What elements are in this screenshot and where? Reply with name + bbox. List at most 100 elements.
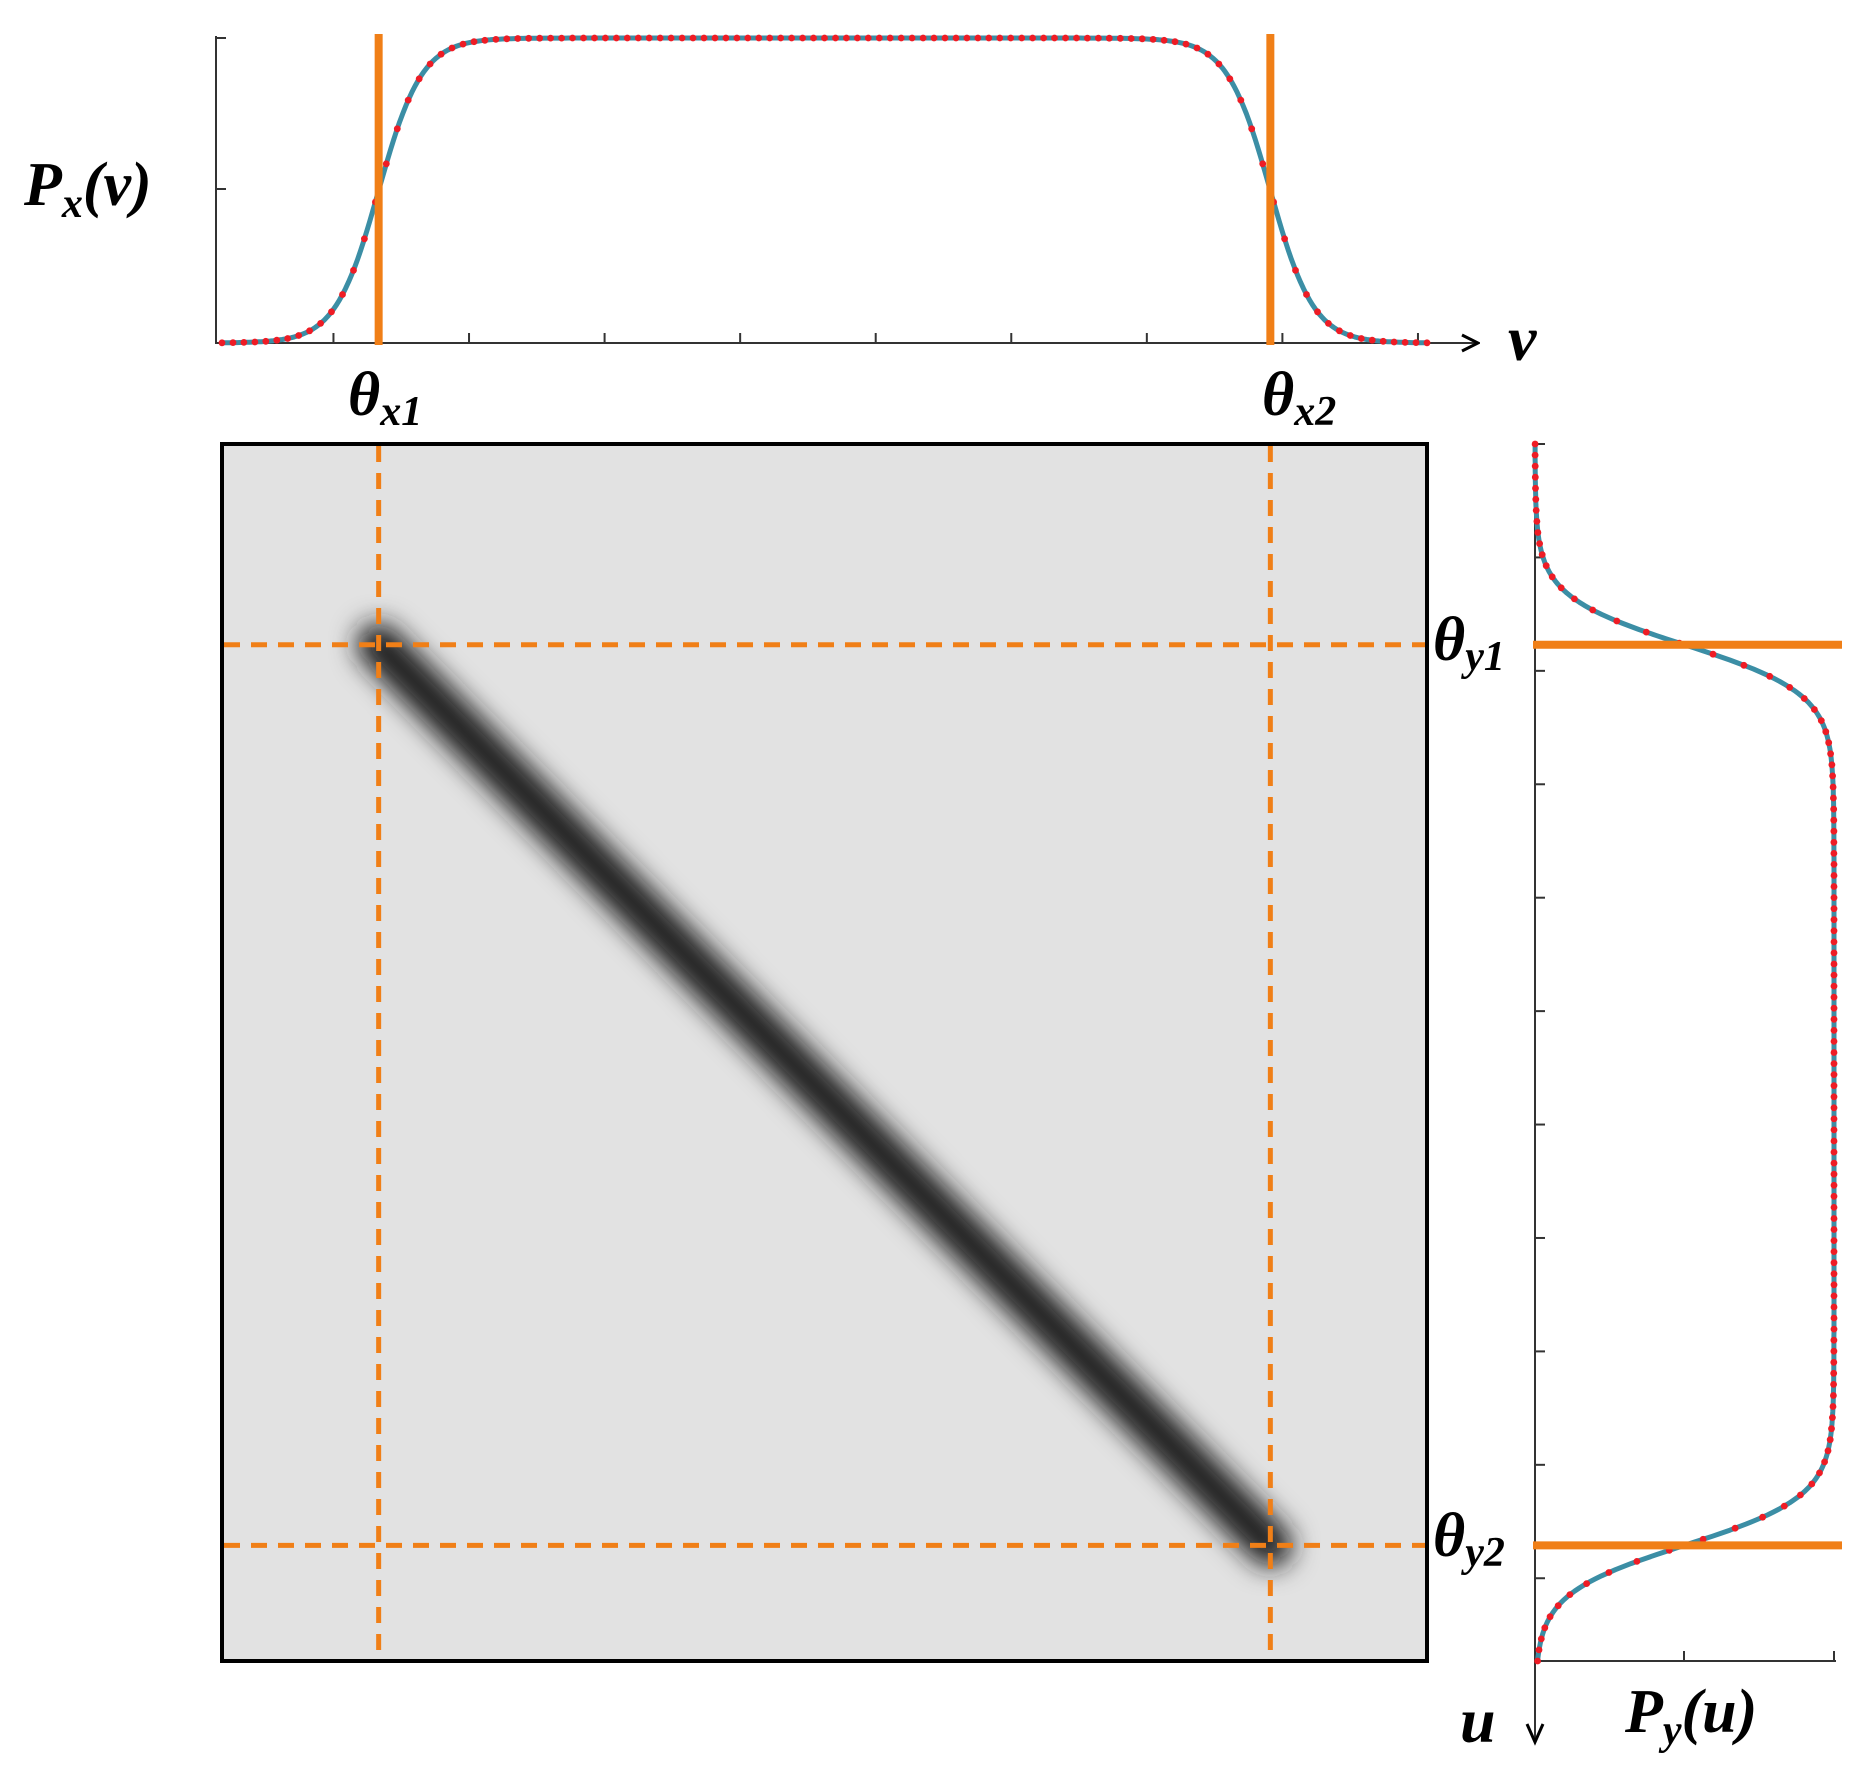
top-marginal-dot [525, 34, 533, 42]
top-x-ticks [332, 333, 1419, 343]
top-marginal-dot [262, 337, 270, 345]
top-marginal-dot [1303, 291, 1310, 298]
right-marginal-dot [1535, 1646, 1543, 1654]
right-marginal-dot [1830, 1148, 1838, 1156]
right-marginal-dot [1830, 938, 1838, 946]
top-marginal-dot [1259, 160, 1267, 168]
right-marginal-dot [1830, 1392, 1837, 1399]
right-marginal-dot [1830, 1159, 1838, 1167]
top-marginal-dot [854, 34, 861, 42]
right-marginal-dot [1534, 1657, 1541, 1665]
right-marginal-dot [1817, 717, 1825, 724]
top-marginal-dot [886, 34, 894, 42]
top-marginal-dot [667, 34, 675, 42]
top-marginal-dot [722, 34, 730, 42]
right-marginal-dot [1830, 1303, 1838, 1311]
right-marginal-dot [1830, 827, 1838, 835]
right-marginal-dot [1830, 1226, 1838, 1233]
top-marginal-dot [963, 34, 971, 42]
top-marginal-dot [580, 34, 587, 42]
right-marginal-dot [1830, 1314, 1838, 1322]
top-marginal-dot [547, 34, 554, 42]
right-marginal-dot [1821, 1458, 1828, 1466]
top-marginal-dot [1095, 34, 1102, 42]
right-marginal-dot [1541, 1624, 1549, 1632]
right-marginal-dot [1830, 1336, 1838, 1344]
right-marginal-dot [1830, 1082, 1838, 1090]
top-marginal-dot [1127, 35, 1135, 42]
right-marginal-dot [1830, 1237, 1838, 1244]
top-marginal-dot [766, 34, 774, 42]
right-marginal-dot [1830, 1093, 1838, 1101]
right-marginal-dot [1800, 695, 1808, 702]
right-marginal-dot [1827, 750, 1834, 758]
right-marginal-dot [1830, 1270, 1838, 1278]
right-marginal-dot [1786, 684, 1794, 691]
top-marginal-dot [941, 34, 949, 42]
top-marginal-dot [1292, 266, 1299, 274]
top-marginal-dot [777, 34, 785, 42]
top-marginal-dot [492, 36, 500, 43]
top-marginal-dot [623, 34, 631, 42]
right-marginal-dot [1811, 706, 1818, 713]
right-marginal-dot [1830, 1137, 1838, 1145]
right-marginal-dot [1830, 1325, 1838, 1333]
top-marginal-dot [919, 34, 927, 42]
top-marginal-dot [952, 34, 960, 42]
top-marginal-dot [229, 339, 237, 346]
right-marginal-dot [1830, 1027, 1838, 1034]
top-marginal-dot [1160, 36, 1168, 44]
right-marginal-dot [1532, 484, 1539, 492]
top-marginal-dot [788, 34, 795, 42]
top-marginal-dot [755, 34, 763, 42]
top-marginal-dot [404, 96, 412, 104]
right-marginal-dot [1532, 507, 1540, 514]
top-marginal-dot [908, 34, 916, 42]
top-marginal-dot [602, 34, 609, 42]
top-marginal-dot [481, 36, 489, 44]
top-marginal-dot [1171, 38, 1179, 46]
top-marginal-dot [1182, 40, 1190, 48]
top-marginal-dot [875, 34, 883, 42]
right-marginal-dot [1830, 816, 1838, 824]
top-marginal-dot [711, 34, 719, 42]
right-marginal-dot [1829, 1403, 1837, 1410]
right-marginal-dot [1780, 1502, 1788, 1510]
right-marginal-dot [1830, 1292, 1838, 1300]
top-marginal-dot [1029, 34, 1036, 42]
right-marginal-dot [1797, 1491, 1804, 1499]
top-marginal-dot [1084, 34, 1091, 42]
right-marginal-dot [1557, 584, 1565, 592]
top-marginal-dot [1073, 34, 1080, 42]
top-marginal-dot [426, 60, 434, 68]
right-marginal-dot [1740, 661, 1748, 669]
right-marginal-dot [1830, 894, 1838, 901]
top-marginal-dot [339, 291, 346, 298]
right-u-axis-label: u [1460, 1685, 1496, 1756]
top-marginal-dot [284, 335, 292, 342]
right-marginal-dot [1830, 1215, 1838, 1222]
top-marginal-dot [448, 44, 456, 52]
right-marginal-dot [1531, 440, 1539, 448]
top-marginal-dot [306, 327, 313, 335]
right-marginal-dot [1830, 1004, 1838, 1012]
top-marginal-dot [240, 339, 248, 346]
right-marginal-dot [1830, 1248, 1838, 1255]
right-marginal-dot [1828, 1425, 1835, 1433]
right-marginal-dot [1613, 617, 1621, 625]
right-marginal-dot [1534, 529, 1542, 536]
right-marginal-dot [1830, 1126, 1838, 1134]
right-marginal-dot [1816, 1469, 1823, 1477]
right-marginal-dot [1531, 451, 1539, 459]
top-marginal-dots [218, 34, 1431, 347]
right-marginal-dot [1830, 850, 1838, 857]
right-marginal-dot [1830, 794, 1837, 802]
top-marginal-dot [1248, 125, 1256, 133]
right-marginal-dot [1533, 518, 1541, 525]
right-marginal-dot [1731, 1524, 1739, 1532]
heatmap-diagonal-band [356, 622, 1293, 1568]
right-marginal-dot [1583, 1580, 1590, 1587]
right-marginal-dot [1822, 728, 1830, 736]
right-marginal-dot [1830, 1281, 1838, 1289]
heatmap-background [222, 444, 1427, 1661]
